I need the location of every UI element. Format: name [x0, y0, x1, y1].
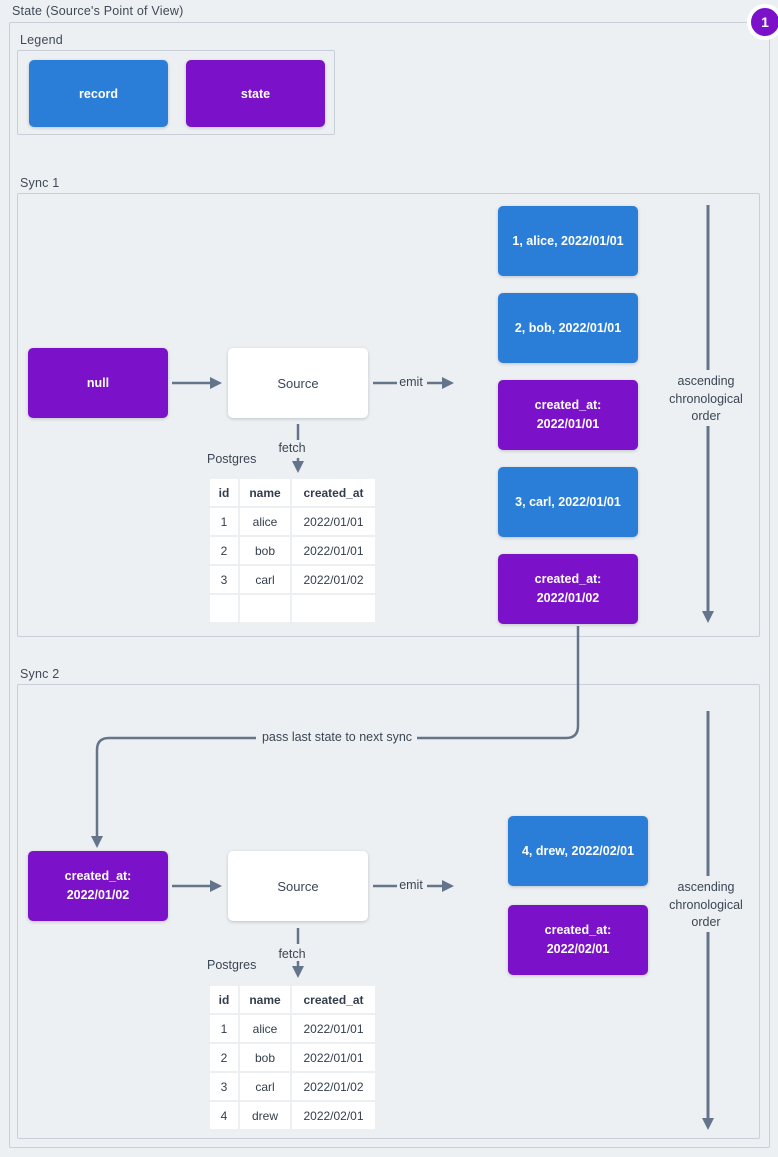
- table-header-cell: name: [240, 986, 290, 1013]
- cell-created-at: 2022/01/01: [292, 1044, 375, 1071]
- pass-state-note: pass last state to next sync: [261, 730, 413, 744]
- cell-id: 2: [210, 537, 238, 564]
- sync2-panel: [17, 684, 760, 1139]
- cell-name: carl: [240, 1073, 290, 1100]
- cell-id: 2: [210, 1044, 238, 1071]
- cell-id: [210, 595, 238, 622]
- sync2-label: Sync 2: [20, 667, 60, 681]
- table-header-cell: created_at: [292, 986, 375, 1013]
- stream-message-box: 3, carl, 2022/01/01: [498, 467, 638, 537]
- sync1-panel: [17, 193, 760, 637]
- cell-name: bob: [240, 1044, 290, 1071]
- sync1-emit-label: emit: [399, 375, 423, 389]
- stream-message-box: created_at: 2022/02/01: [508, 905, 648, 975]
- stream-message-box: 1, alice, 2022/01/01: [498, 206, 638, 276]
- table-header-cell: created_at: [292, 479, 375, 506]
- cell-created-at: 2022/02/01: [292, 1102, 375, 1129]
- cell-created-at: 2022/01/01: [292, 1015, 375, 1042]
- cell-name: [240, 595, 290, 622]
- legend-container: record state: [17, 50, 335, 135]
- step-1-badge: 1: [747, 4, 778, 40]
- cell-name: alice: [240, 1015, 290, 1042]
- sync1-order-note: ascending chronological order: [669, 374, 743, 423]
- sync2-order-note: ascending chronological order: [669, 880, 743, 929]
- cell-created-at: 2022/01/02: [292, 1073, 375, 1100]
- table-row: 3 carl 2022/01/02: [210, 566, 375, 593]
- legend-label: Legend: [20, 33, 63, 47]
- sync1-postgres-label: Postgres: [207, 452, 257, 466]
- table-header-cell: id: [210, 479, 238, 506]
- table-header-cell: name: [240, 479, 290, 506]
- table-row: 1 alice 2022/01/01: [210, 508, 375, 535]
- table-header-cell: id: [210, 986, 238, 1013]
- stream-message-box: 2, bob, 2022/01/01: [498, 293, 638, 363]
- cell-id: 1: [210, 1015, 238, 1042]
- legend-swatch: record: [29, 60, 168, 127]
- page-title: State (Source's Point of View): [12, 4, 184, 18]
- cell-id: 1: [210, 508, 238, 535]
- cell-created-at: [292, 595, 375, 622]
- cell-id: 3: [210, 566, 238, 593]
- sync2-postgres-label: Postgres: [207, 958, 257, 972]
- stream-message-box: 4, drew, 2022/02/01: [508, 816, 648, 886]
- cell-created-at: 2022/01/01: [292, 508, 375, 535]
- cell-name: alice: [240, 508, 290, 535]
- sync2-source-box: Source: [228, 851, 368, 921]
- table-row: 4 drew 2022/02/01: [210, 1102, 375, 1129]
- stream-message-box: created_at: 2022/01/02: [498, 554, 638, 624]
- stream-message-box: created_at: 2022/01/01: [498, 380, 638, 450]
- cell-id: 4: [210, 1102, 238, 1129]
- sync1-emitted-stream: 1, alice, 2022/01/01 2, bob, 2022/01/01 cr…: [498, 206, 638, 624]
- outer-container: [9, 22, 770, 1148]
- cell-created-at: 2022/01/01: [292, 537, 375, 564]
- cell-name: carl: [240, 566, 290, 593]
- sync2-emit-label: emit: [399, 878, 423, 892]
- cell-id: 3: [210, 1073, 238, 1100]
- sync2-input-state-box: created_at: 2022/01/02: [28, 851, 168, 921]
- sync1-input-state-box: null: [28, 348, 168, 418]
- cell-name: drew: [240, 1102, 290, 1129]
- sync1-fetch-label: fetch: [278, 441, 306, 455]
- cell-created-at: 2022/01/02: [292, 566, 375, 593]
- table-row: 2 bob 2022/01/01: [210, 537, 375, 564]
- sync1-label: Sync 1: [20, 176, 60, 190]
- sync2-fetch-label: fetch: [278, 947, 306, 961]
- table-row: 1 alice 2022/01/01: [210, 1015, 375, 1042]
- table-row: 2 bob 2022/01/01: [210, 1044, 375, 1071]
- table-row: 3 carl 2022/01/02: [210, 1073, 375, 1100]
- legend-items: record state: [29, 60, 325, 127]
- sync1-source-box: Source: [228, 348, 368, 418]
- sync2-emitted-stream: 4, drew, 2022/02/01 created_at: 2022/02/0…: [508, 816, 648, 975]
- table-row: [210, 595, 375, 622]
- legend-swatch: state: [186, 60, 325, 127]
- cell-name: bob: [240, 537, 290, 564]
